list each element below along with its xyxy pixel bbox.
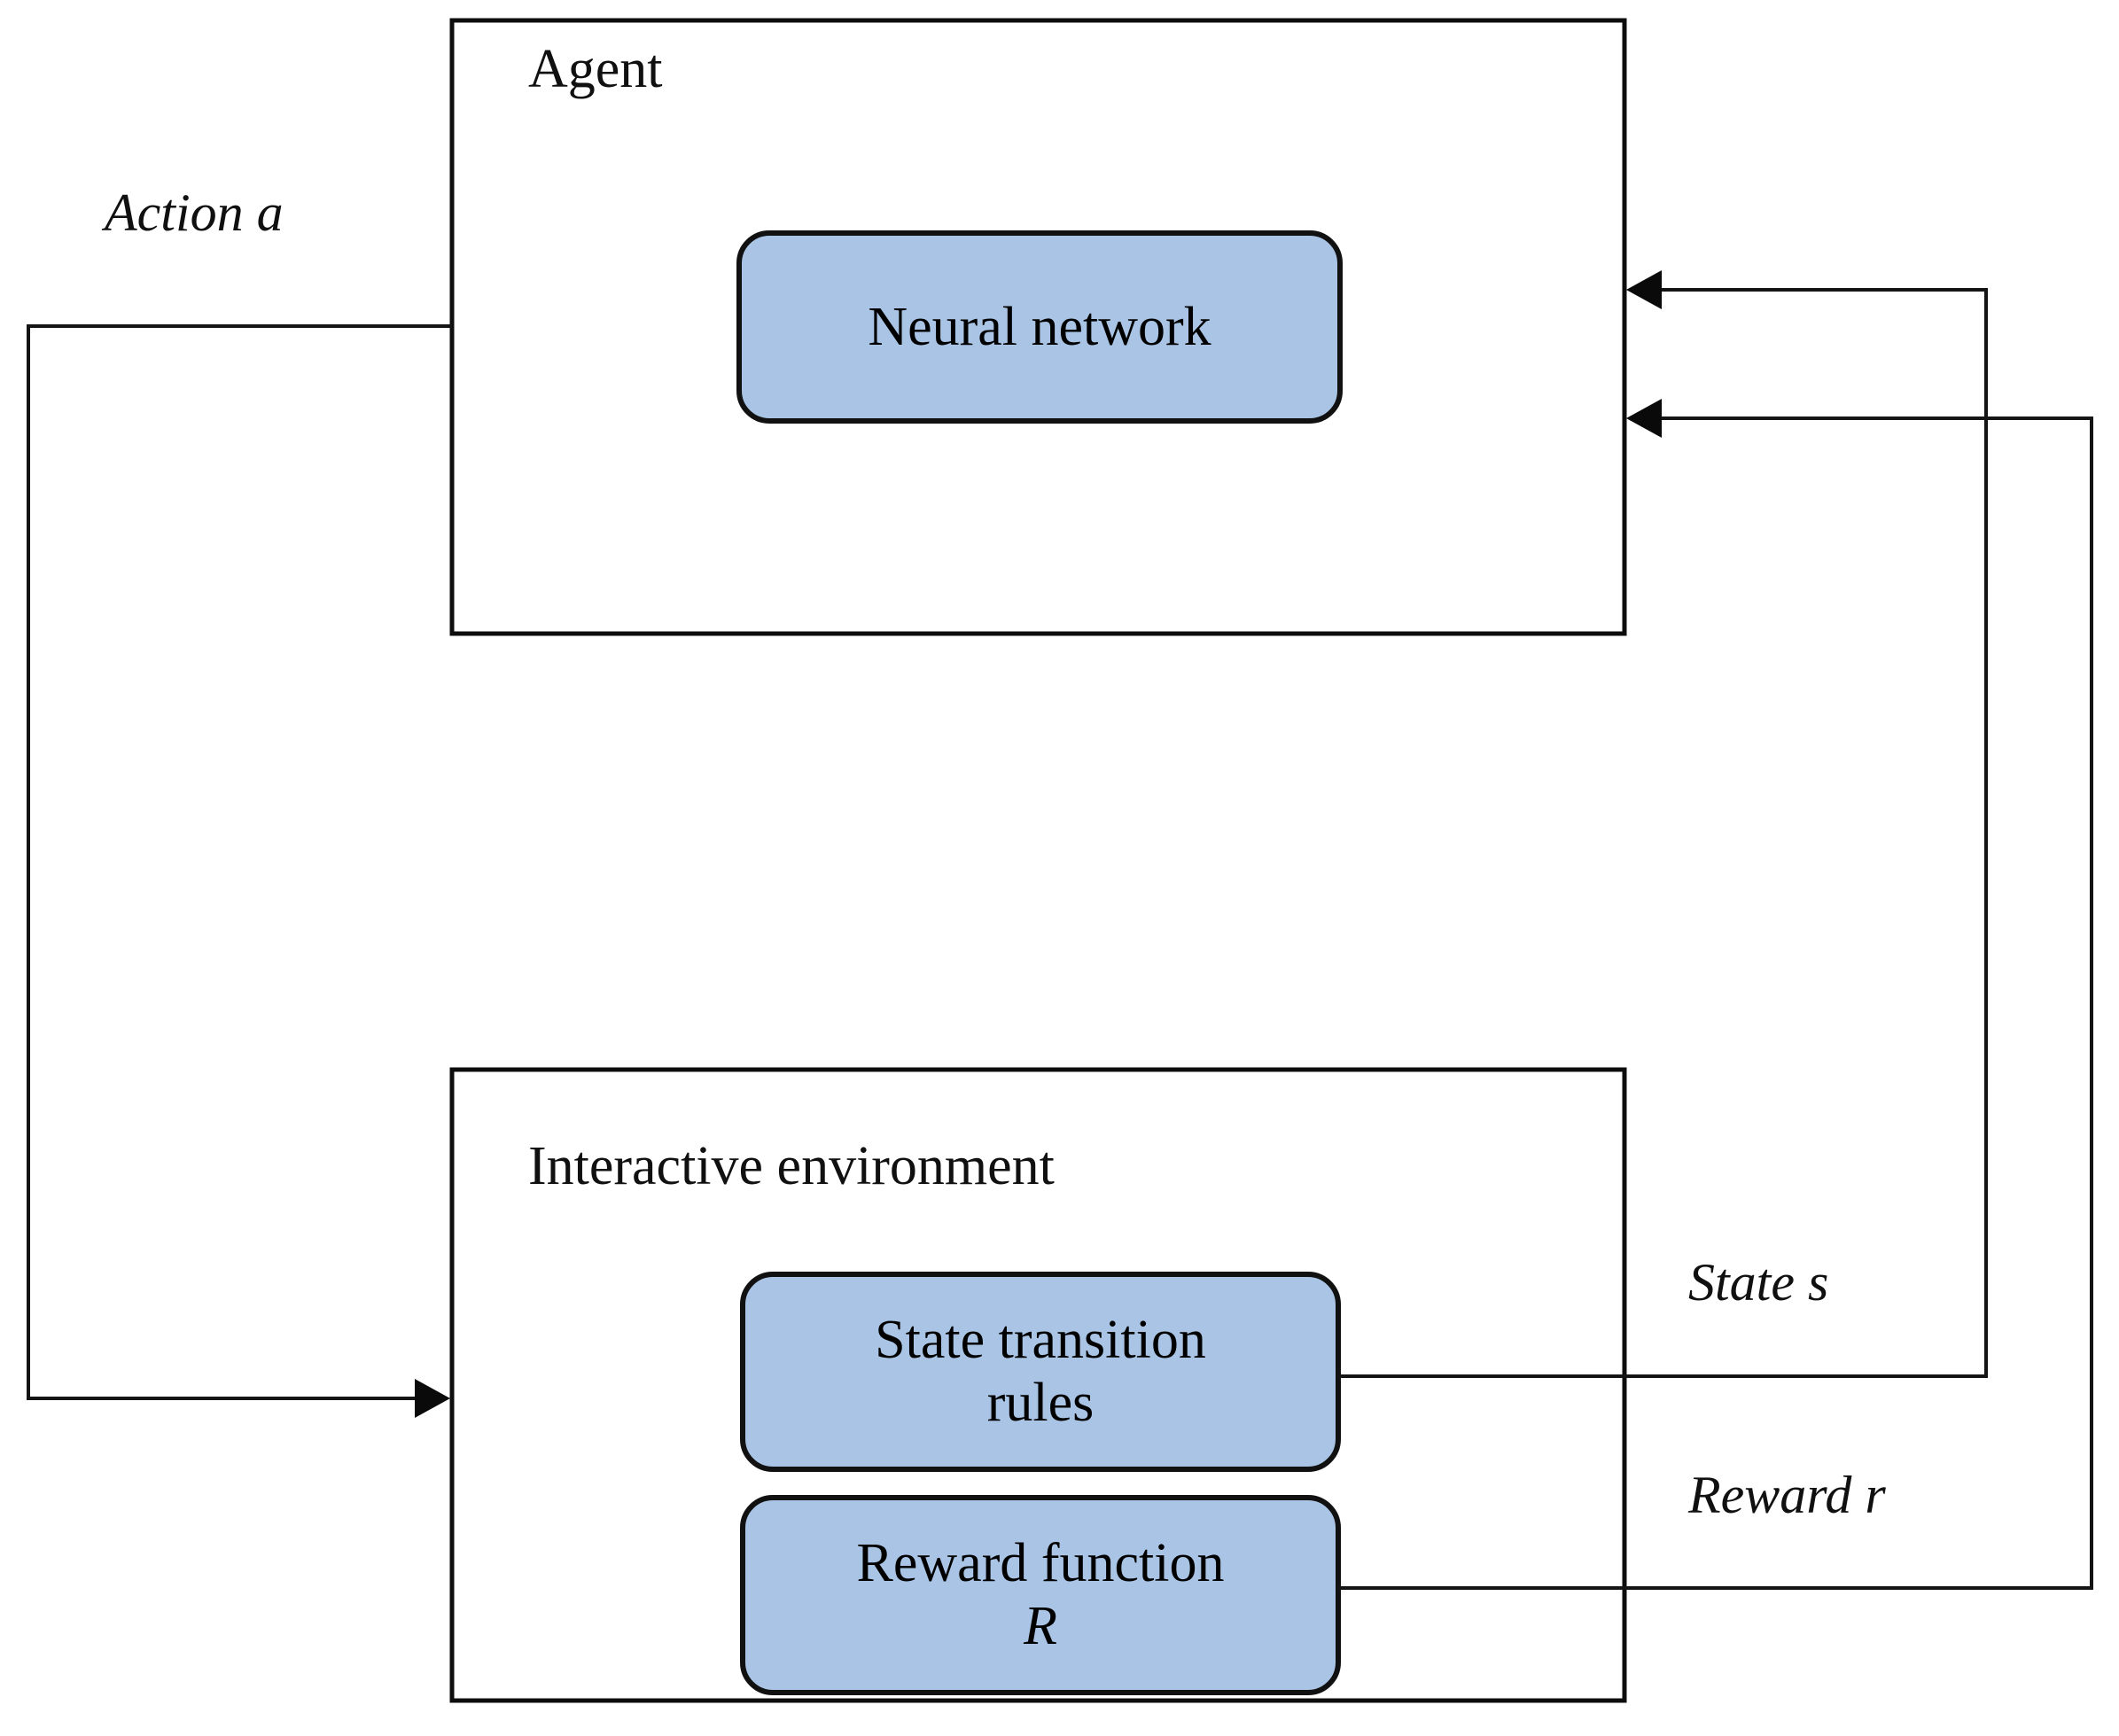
state-edge-label: State s	[1688, 1253, 1829, 1312]
neural-network-node[interactable]	[736, 230, 1343, 424]
reward-arrow-head	[1626, 399, 1662, 438]
reward-edge-path[interactable]	[1338, 416, 2093, 1590]
state-arrow-head	[1626, 270, 1662, 309]
state-edge-path[interactable]	[1338, 288, 1988, 1378]
action-edge-label: Action a	[105, 183, 284, 242]
reward-function-node[interactable]	[740, 1495, 1341, 1695]
agent-container-title: Agent	[528, 39, 663, 99]
action-edge-path[interactable]	[27, 324, 452, 1400]
state-transition-rules-node[interactable]	[740, 1272, 1341, 1472]
reward-edge-label: Reward r	[1688, 1466, 1886, 1524]
environment-container-title: Interactive environment	[528, 1136, 1055, 1196]
action-arrow-head	[415, 1379, 450, 1418]
